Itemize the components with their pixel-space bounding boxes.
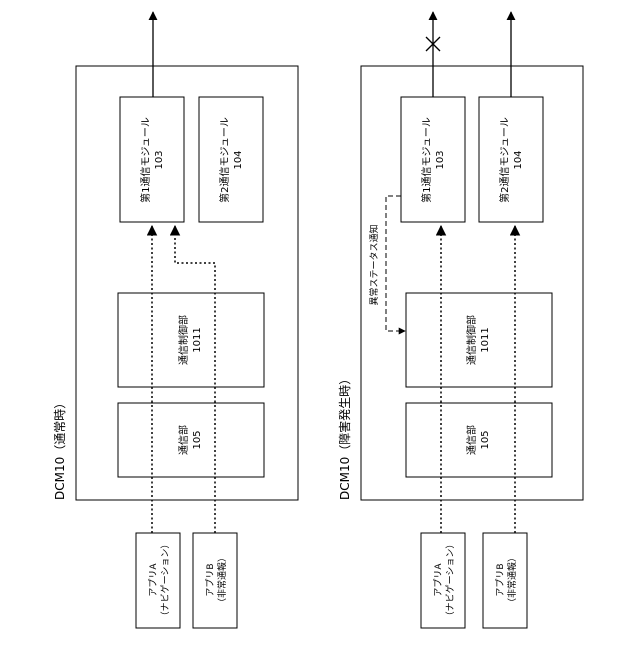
right-comm-box <box>406 403 552 477</box>
left-app-b-line1: アプリB <box>205 563 216 596</box>
right-status-notice-label: 異常ステータス通知 <box>368 224 380 305</box>
left-dcm-title: DCM10（通常時） <box>53 397 67 500</box>
right-ctrl-id: 1011 <box>480 327 491 352</box>
left-module1-box <box>120 97 184 222</box>
right-module2-name: 第2通信モジュール <box>498 117 511 203</box>
left-comm-id: 105 <box>192 430 203 449</box>
right-module2-id: 104 <box>513 150 524 169</box>
right-app-a-line1: アプリA <box>433 563 444 597</box>
right-app-b-line2: （非常通報） <box>506 553 518 607</box>
left-ctrl-name: 通信制御部 <box>177 315 190 365</box>
left-panel: DCM10（通常時） 第1通信モジュール 103 第2通信モジュール 104 通… <box>53 12 298 628</box>
right-module1-name: 第1通信モジュール <box>420 117 433 203</box>
right-comm-name: 通信部 <box>465 425 478 455</box>
left-module2-name: 第2通信モジュール <box>218 117 231 203</box>
left-comm-box <box>118 403 264 477</box>
left-module2-box <box>199 97 263 222</box>
right-module2-box <box>479 97 543 222</box>
right-panel: DCM10（障害発生時） 第1通信モジュール 103 第2通信モジュール 104… <box>337 12 583 628</box>
right-ctrl-name: 通信制御部 <box>465 315 478 365</box>
left-module1-name: 第1通信モジュール <box>139 117 152 203</box>
left-app-a-line2: （ナビゲーション） <box>159 540 171 621</box>
left-ctrl-id: 1011 <box>192 327 203 352</box>
left-app-b-line2: （非常通報） <box>216 553 228 607</box>
right-comm-id: 105 <box>480 430 491 449</box>
left-module2-id: 104 <box>233 150 244 169</box>
left-ctrl-box <box>118 293 264 387</box>
right-module1-box <box>401 97 465 222</box>
right-ctrl-box <box>406 293 552 387</box>
left-comm-name: 通信部 <box>177 425 190 455</box>
left-app-a-line1: アプリA <box>148 563 159 597</box>
right-module1-id: 103 <box>435 150 446 169</box>
right-app-a-line2: （ナビゲーション） <box>444 540 456 621</box>
right-dcm-title: DCM10（障害発生時） <box>337 373 352 500</box>
left-module1-id: 103 <box>154 150 165 169</box>
right-app-b-line1: アプリB <box>495 563 506 596</box>
